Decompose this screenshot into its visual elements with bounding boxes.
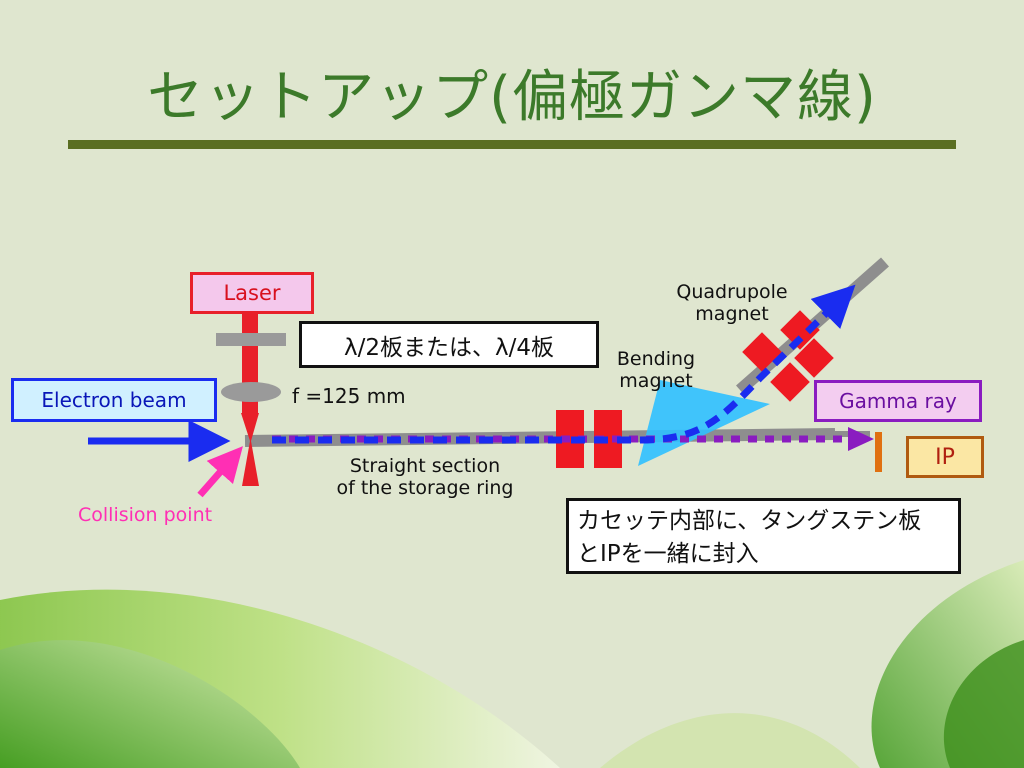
electron-beam-path	[272, 284, 856, 444]
waveplate-label: λ/2板または、λ/4板	[299, 321, 599, 368]
straight-section-label: Straight section of the storage ring	[316, 455, 534, 499]
bending-magnet-label: Bending magnet	[606, 348, 706, 392]
straight-label-line1: Straight section	[349, 455, 501, 477]
laser-label: Laser	[190, 272, 314, 314]
gamma-ray-label: Gamma ray	[814, 380, 982, 422]
title-underline	[68, 140, 956, 149]
cassette-note-line2: とIPを一緒に封入	[577, 541, 759, 567]
gamma-ray-arrowhead	[848, 427, 874, 451]
cassette-note: カセッテ内部に、タングステン板 とIPを一緒に封入	[566, 498, 961, 574]
electron-beam-label: Electron beam	[11, 378, 217, 422]
straight-label-line2: of the storage ring	[336, 477, 514, 499]
focusing-lens	[221, 382, 281, 402]
waveplate	[216, 333, 286, 346]
collision-point-label: Collision point	[78, 504, 213, 526]
cassette-note-line1: カセッテ内部に、タングステン板	[577, 508, 922, 534]
bending-label-line2: magnet	[619, 370, 693, 392]
quadrupole-magnet-label: Quadrupole magnet	[664, 281, 800, 325]
bending-magnet	[638, 380, 770, 466]
quadrupole-label-line1: Quadrupole	[676, 281, 788, 303]
collision-point-arrow	[197, 446, 243, 498]
bending-label-line1: Bending	[616, 348, 696, 370]
laser-focus	[241, 413, 259, 486]
page-title: セットアップ(偏極ガンマ線)	[147, 65, 877, 130]
focal-length-label: f =125 mm	[292, 384, 406, 408]
quadrupole-magnet-outgoing	[742, 310, 834, 402]
ip-plate	[875, 432, 882, 472]
storage-ring-pipe	[244, 428, 836, 447]
quadrupole-label-line2: magnet	[695, 303, 769, 325]
ip-label: IP	[906, 436, 984, 478]
